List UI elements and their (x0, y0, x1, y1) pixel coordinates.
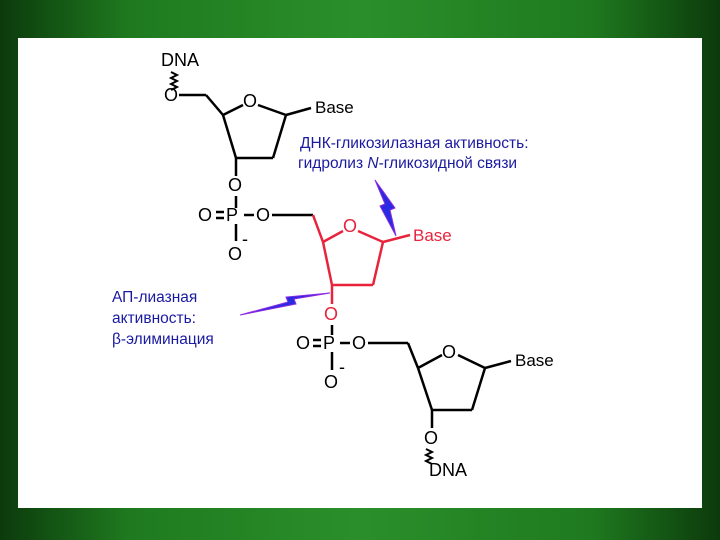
glycosylase-line1: ДНК-гликозилазная активность: (300, 135, 529, 152)
p1-o-minus: O (228, 244, 242, 264)
p2-o-right: O (352, 333, 366, 353)
dna-label-bottom: DNA (429, 460, 467, 480)
ap-lyase-bolt-icon (239, 292, 331, 316)
p1-phosphorus: P (226, 205, 238, 225)
base-top: Base (315, 98, 354, 117)
o-3prime-top: O (228, 175, 242, 195)
ap-lyase-line3: β-элиминация (112, 331, 214, 348)
slide: DNA O O Base O O P O O - O Base O O P O … (18, 38, 702, 508)
p1-o-double: O (198, 205, 212, 225)
o-link-top: O (164, 85, 178, 105)
p2-o-minus: O (324, 372, 338, 392)
p1-charge: - (242, 229, 248, 249)
ring-o-middle: O (343, 216, 357, 236)
glycosylase-bolt-icon (374, 179, 397, 237)
p2-o-double: O (296, 333, 310, 353)
middle-sugar-abasic (311, 214, 411, 304)
dna-repair-diagram: DNA O O Base O O P O O - O Base O O P O … (112, 50, 554, 480)
glycosylase-line2: гидролиз N-гликозидной связи (298, 155, 517, 172)
p2-charge: - (339, 357, 345, 377)
base-middle: Base (413, 226, 452, 245)
bond-c5-c4 (205, 94, 224, 116)
o-3prime-middle: O (324, 304, 338, 324)
bottom-nucleotide (406, 342, 512, 465)
phosphate-group-1 (216, 210, 313, 241)
dna-label-top: DNA (161, 50, 199, 70)
p2-phosphorus: P (323, 333, 335, 353)
ap-lyase-line2: активность: (112, 310, 196, 327)
ap-lyase-line1: АП-лиазная (112, 289, 197, 306)
wavy-bond-top (168, 71, 180, 91)
bond-to-base-middle (382, 233, 411, 244)
ring-o-bottom: O (442, 342, 456, 362)
wavy-bond-bottom (423, 448, 435, 465)
ring-o-top: O (243, 91, 257, 111)
top-nucleotide (168, 71, 312, 208)
bond-to-base-top (285, 106, 312, 117)
p1-o-right: O (256, 205, 270, 225)
phosphate-group-2 (313, 325, 408, 370)
annotation-glycosylase: ДНК-гликозилазная активность: гидролиз N… (298, 135, 529, 172)
annotation-ap-lyase: АП-лиазная активность: β-элиминация (112, 289, 214, 348)
bond-to-base-bottom (484, 359, 512, 370)
o-3prime-bottom: O (424, 428, 438, 448)
base-bottom: Base (515, 351, 554, 370)
